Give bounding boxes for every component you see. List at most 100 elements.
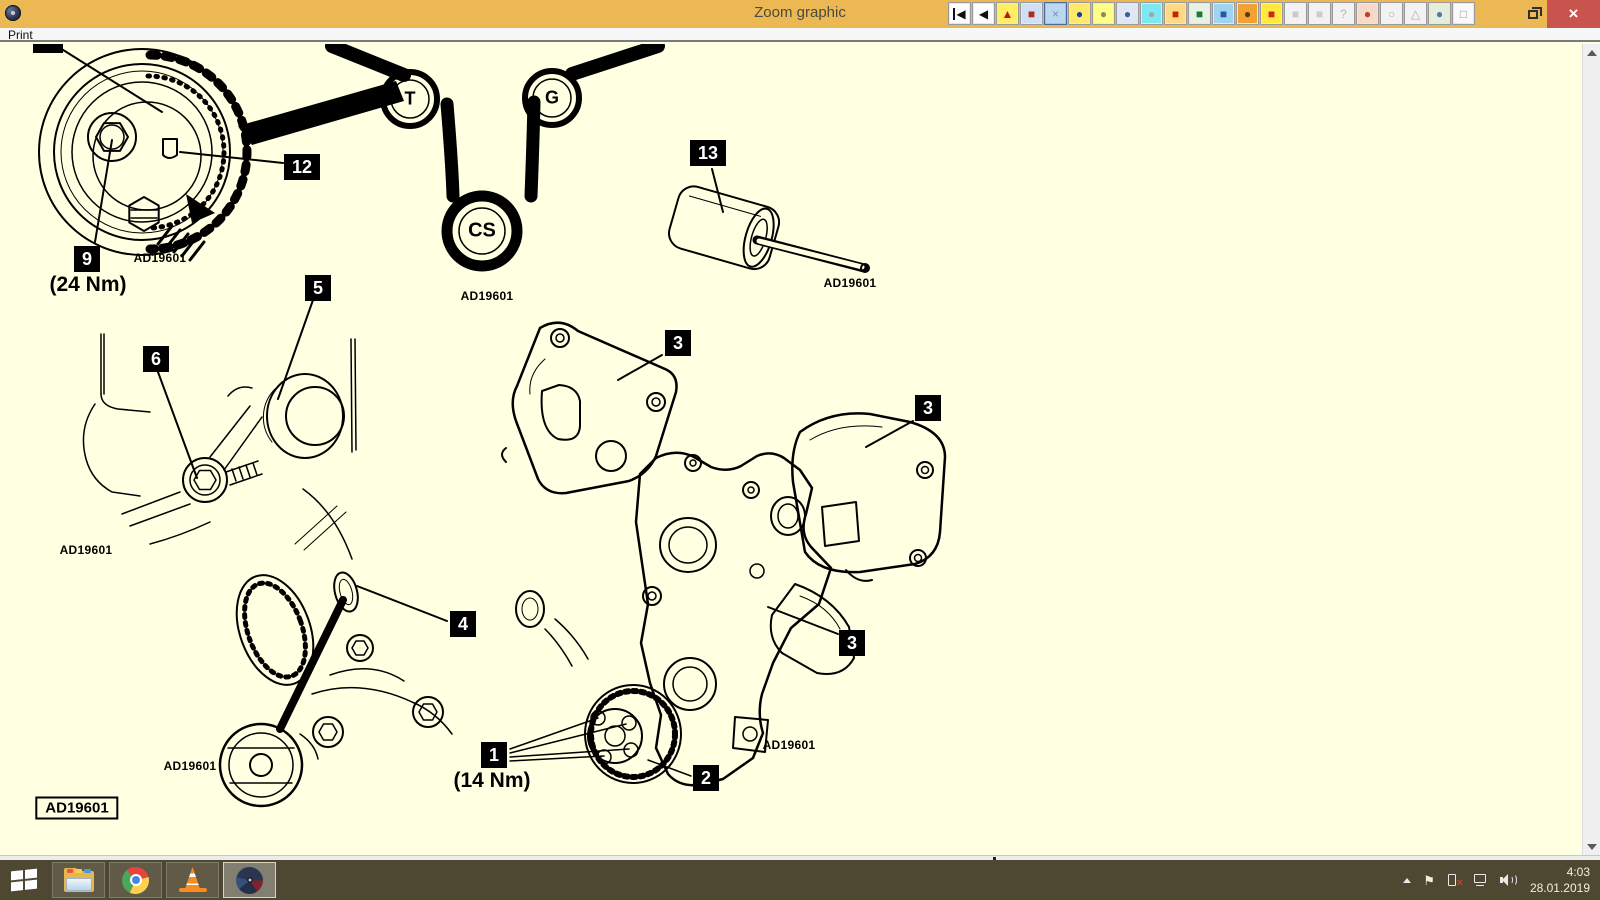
question-icon: ? — [1340, 6, 1347, 21]
vlc-cone-icon — [178, 867, 207, 893]
action-center-flag-icon[interactable]: ⚑ — [1423, 872, 1435, 888]
network-icon[interactable] — [1472, 873, 1488, 887]
taskbar-app-explorer[interactable] — [52, 862, 105, 898]
toolbar: ◀ ◀ ▲ ■ × ● ● ● ● ■ ■ ■ ● ■ ■ ■? ● ○ △ ● □ — [948, 2, 1475, 26]
window-title: Zoom graphic — [754, 4, 846, 21]
warning-icon[interactable]: ▲ — [996, 2, 1019, 25]
callout-5: 5 — [304, 275, 332, 301]
artifact-dot — [993, 857, 996, 860]
wrench-tools-icon: × — [1051, 6, 1059, 21]
start-button[interactable] — [0, 860, 48, 900]
brakes-icon: ● — [1147, 6, 1156, 21]
callout-12: 12 — [283, 154, 321, 180]
taskbar-app-autodata[interactable] — [223, 862, 276, 898]
diagnostic-icon[interactable]: ■ — [1260, 2, 1283, 25]
brakes-icon[interactable]: ● — [1140, 2, 1163, 25]
torque-label: (24 Nm) — [49, 273, 127, 296]
truck-icon: ■ — [1219, 6, 1228, 21]
scroll-up-button[interactable] — [1583, 44, 1600, 61]
seat-icon: ■ — [1291, 6, 1300, 21]
wheel-icon[interactable]: ● — [1116, 2, 1139, 25]
network-base-icon — [1475, 884, 1484, 886]
chrome-icon — [122, 866, 149, 894]
first-page-icon[interactable]: ◀ — [948, 2, 971, 25]
figure-caption: AD19601 — [133, 251, 187, 265]
figure-caption: AD19601 — [823, 276, 877, 290]
battery-icon — [1447, 874, 1456, 886]
chevron-down-icon — [1587, 843, 1597, 850]
power-status-icon[interactable]: × — [1447, 873, 1463, 889]
callout-3: 3 — [664, 330, 692, 356]
globe-icon[interactable]: ● — [1068, 2, 1091, 25]
taskbar-app-vlc[interactable] — [166, 862, 219, 898]
figure-caption: AD19601 — [163, 759, 217, 773]
callout-6: 6 — [142, 346, 170, 372]
car-ramp-icon: ■ — [1171, 6, 1180, 21]
volume-icon[interactable] — [1499, 873, 1518, 887]
callout-1: 1 — [480, 742, 508, 768]
menu-bar: Print — [0, 28, 1600, 42]
window-bottom-border — [0, 855, 1600, 860]
scroll-down-button[interactable] — [1583, 838, 1600, 855]
callout-3: 3 — [914, 395, 942, 421]
engine-icon[interactable]: ● — [1428, 2, 1451, 25]
tyre-icon: ○ — [1387, 6, 1396, 21]
key-icon: ● — [1099, 6, 1108, 21]
speaker-box-icon — [1499, 877, 1503, 883]
close-button[interactable]: × — [1547, 0, 1600, 28]
pulley-label-t: T — [404, 88, 416, 109]
diagnostic-icon: ■ — [1267, 6, 1276, 21]
callout-2: 2 — [692, 765, 720, 791]
truck-icon[interactable]: ■ — [1212, 2, 1235, 25]
menu-item-print[interactable]: Print — [8, 28, 33, 42]
error-x-icon: × — [1456, 877, 1463, 889]
figure-caption: AD19601 — [762, 738, 816, 752]
first-page-icon: ◀ — [953, 7, 966, 20]
taskbar-apps — [52, 860, 276, 900]
file-explorer-icon — [63, 867, 94, 892]
warning-icon: ▲ — [1001, 6, 1014, 21]
hand-pen-icon: ■ — [1315, 6, 1324, 21]
figure-caption: AD19601 — [460, 289, 514, 303]
pulley-label-cs: CS — [468, 219, 496, 242]
special-tool-13 — [668, 168, 870, 273]
triangle-icon: △ — [1410, 6, 1421, 21]
speaker-wave-icon — [1511, 874, 1517, 886]
clamp-icon: □ — [1459, 6, 1468, 21]
seat-icon: ■ — [1284, 2, 1307, 25]
wrench-tools-icon[interactable]: × — [1044, 2, 1067, 25]
pulley-label-g: G — [544, 87, 560, 108]
tyre-icon: ○ — [1380, 2, 1403, 25]
question-icon: ? — [1332, 2, 1355, 25]
restore-icon — [1532, 7, 1542, 16]
taskbar-app-chrome[interactable] — [109, 862, 162, 898]
show-hidden-icons-icon[interactable] — [1403, 877, 1412, 883]
clock[interactable]: 4:03 28.01.2019 — [1530, 864, 1590, 896]
restore-window-button[interactable] — [1528, 7, 1542, 20]
restore-icon — [1528, 10, 1538, 19]
key-icon[interactable]: ● — [1092, 2, 1115, 25]
monitor-icon[interactable]: ■ — [1020, 2, 1043, 25]
cam-sprocket-and-pulley — [218, 505, 453, 808]
callout-4: 4 — [449, 611, 477, 637]
engine-icon: ● — [1435, 6, 1444, 21]
tray-date: 28.01.2019 — [1529, 881, 1590, 895]
crank-sprocket — [509, 684, 692, 784]
key-fob-icon[interactable]: ● — [1236, 2, 1259, 25]
back-icon[interactable]: ◀ — [972, 2, 995, 25]
lift-icon[interactable]: ■ — [1188, 2, 1211, 25]
speaker-cone-icon — [1501, 874, 1508, 886]
clamp-icon[interactable]: □ — [1452, 2, 1475, 25]
callout-13: 13 — [689, 140, 727, 166]
vertical-scrollbar[interactable] — [1582, 44, 1600, 855]
belt-route — [238, 44, 665, 272]
seatbelt-icon[interactable]: ● — [1356, 2, 1379, 25]
globe-icon: ● — [1075, 6, 1084, 21]
car-ramp-icon[interactable]: ■ — [1164, 2, 1187, 25]
autodata-disc-icon — [236, 866, 263, 894]
tensioner-bracket — [82, 299, 357, 560]
chevron-up-icon — [1587, 49, 1597, 56]
